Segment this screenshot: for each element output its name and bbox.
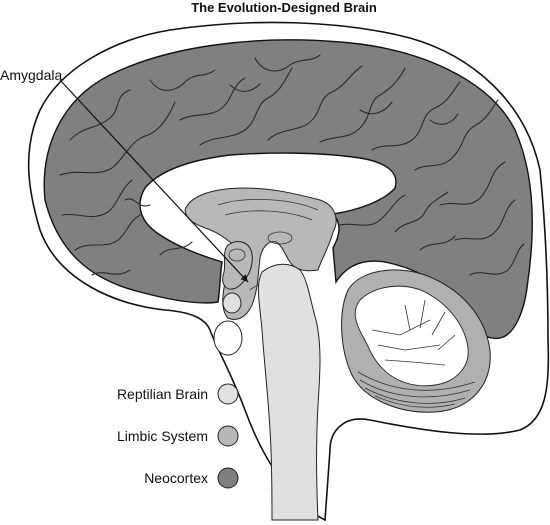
pituitary-gland <box>213 320 243 356</box>
cortex-folds <box>59 54 525 276</box>
reptilian-brainstem <box>257 263 321 521</box>
legend-label-reptilian: Reptilian Brain <box>117 386 208 402</box>
head-outline <box>27 21 550 522</box>
legend-swatch-limbic <box>217 425 239 447</box>
legend: Reptilian Brain Limbic System Neocortex <box>117 383 239 489</box>
legend-swatch-neocortex <box>217 467 239 489</box>
legend-swatch-reptilian <box>217 383 239 405</box>
diagram-title: The Evolution-Designed Brain <box>191 0 377 15</box>
amygdala-label: Amygdala <box>0 67 62 83</box>
amygdala-pointer-arrow <box>59 79 249 283</box>
cerebellum <box>341 269 491 413</box>
legend-label-limbic: Limbic System <box>117 428 208 444</box>
neocortex-region <box>43 39 533 340</box>
legend-label-neocortex: Neocortex <box>144 470 208 486</box>
mammillary-body <box>222 292 242 314</box>
